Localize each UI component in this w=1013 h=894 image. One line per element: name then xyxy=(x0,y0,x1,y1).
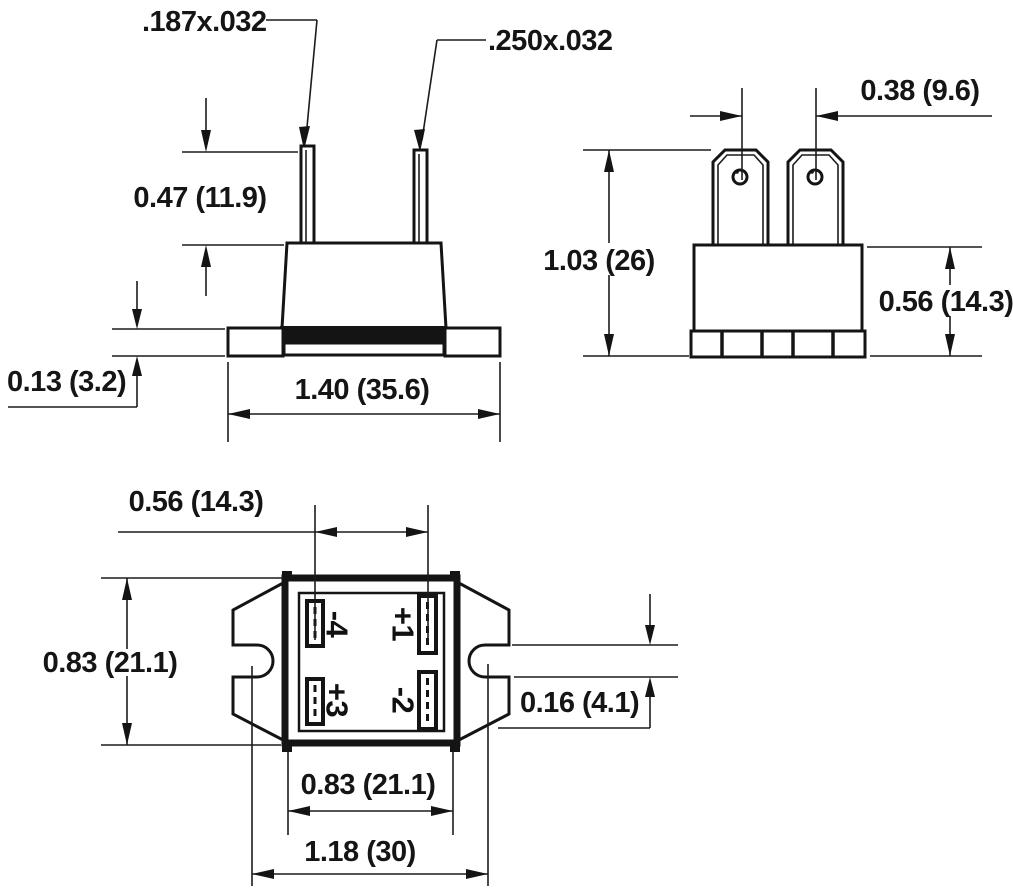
dim-tab-spacing-label: 0.38 (9.6) xyxy=(860,75,979,107)
plan-flange-right xyxy=(455,579,511,744)
dim-mount-spacing-label: 1.18 (30) xyxy=(304,836,416,868)
dim-base-thickness-label: 0.13 (3.2) xyxy=(7,366,126,398)
dim-tab-spacing: 0.38 (9.6) xyxy=(690,75,992,180)
base-center-fill xyxy=(280,326,447,343)
dim-body-width-plan-label: 0.83 (21.1) xyxy=(301,769,436,801)
dim-notch-width-label: 0.16 (4.1) xyxy=(520,687,639,719)
dim-tab-height-label: 0.47 (11.9) xyxy=(133,182,266,214)
terminal-label-pos3: +3 xyxy=(320,683,355,718)
front-view: .187x.032 .250x.032 xyxy=(7,6,613,442)
plan-view: -4 +1 +3 -2 0.56 (14.3) 0.83 (21.1) xyxy=(43,486,678,886)
dim-terminal-spacing-label: 0.56 (14.3) xyxy=(129,486,264,518)
front-tab-right xyxy=(412,148,429,247)
base-flange-left xyxy=(226,326,285,358)
dim-tab-height: 0.47 (11.9) xyxy=(133,98,298,296)
side-view: 0.38 (9.6) 1.03 (26) 0.56 (14.3) xyxy=(543,75,1013,359)
terminal-label-neg2: -2 xyxy=(386,687,421,714)
dim-terminal-spacing: 0.56 (14.3) xyxy=(118,486,429,645)
dim-mount-spacing: 1.18 (30) xyxy=(251,664,489,886)
dim-notch-width: 0.16 (4.1) xyxy=(498,594,678,729)
leader-arrowhead xyxy=(414,129,425,152)
plan-corner-bumps xyxy=(282,571,460,752)
leader-tab-small: .187x.032 xyxy=(142,6,318,150)
tab-hole-right xyxy=(806,168,824,186)
plan-flange-left xyxy=(231,579,287,744)
side-body xyxy=(692,243,864,333)
front-body xyxy=(280,241,448,330)
tab-hole-left xyxy=(731,168,749,186)
leader-arrowhead xyxy=(299,126,310,150)
dim-base-width-label: 1.40 (35.6) xyxy=(295,374,430,406)
side-base-strip xyxy=(689,329,867,359)
base-center-strip xyxy=(282,341,446,357)
leader-tab-large: .250x.032 xyxy=(414,25,613,152)
dim-body-height-plan-label: 0.83 (21.1) xyxy=(43,647,178,679)
tab-small-callout: .187x.032 xyxy=(142,6,267,38)
dim-body-height-side-label: 0.56 (14.3) xyxy=(879,286,1013,318)
dim-body-height-plan: 0.83 (21.1) xyxy=(43,577,282,746)
dim-total-height: 1.03 (26) xyxy=(543,149,711,357)
base-flange-right xyxy=(443,326,502,358)
terminal-label-neg4: -4 xyxy=(320,611,355,639)
plan-body-inner xyxy=(297,591,446,733)
front-base-plate xyxy=(226,326,502,358)
terminal-label-pos1: +1 xyxy=(386,607,421,642)
dim-base-thickness: 0.13 (3.2) xyxy=(7,281,225,408)
dim-body-width-plan: 0.83 (21.1) xyxy=(287,752,454,835)
dim-total-height-label: 1.03 (26) xyxy=(543,245,655,277)
terminal-slot-neg2 xyxy=(417,670,438,731)
front-tab-left xyxy=(299,144,316,247)
side-tab-left xyxy=(711,148,770,245)
terminal-slot-pos3 xyxy=(305,677,325,726)
tab-large-callout: .250x.032 xyxy=(488,25,613,57)
dim-base-width: 1.40 (35.6) xyxy=(227,362,501,442)
dim-body-height-side: 0.56 (14.3) xyxy=(867,246,1013,357)
